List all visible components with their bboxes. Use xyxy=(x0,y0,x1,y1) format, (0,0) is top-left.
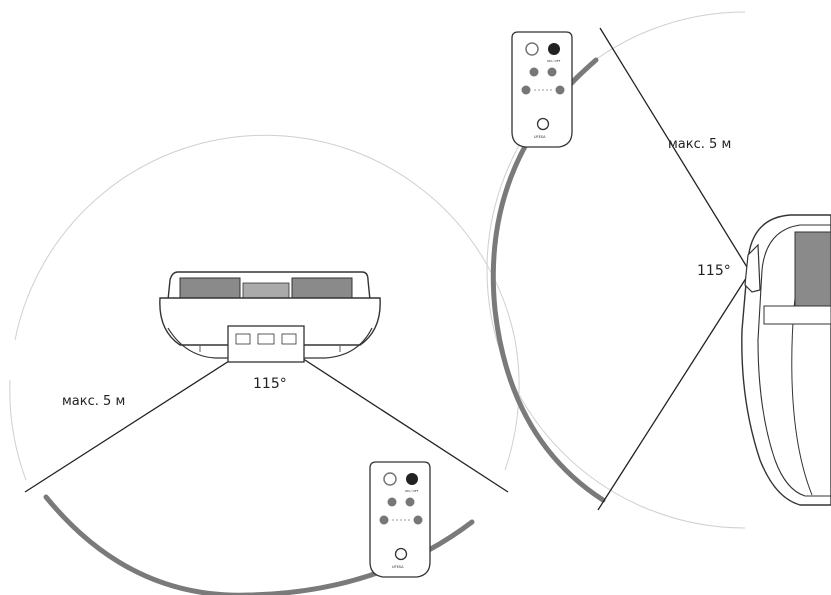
ir-receiver-side xyxy=(744,243,761,293)
remote-left: ON / OFF UFESA xyxy=(369,461,431,578)
heater-side-view xyxy=(741,214,831,506)
right-angle-line-bottom xyxy=(597,271,751,511)
heater-top-view xyxy=(159,271,381,363)
left-angle-label: 115° xyxy=(253,376,287,392)
left-range-label: макс. 5 м xyxy=(62,394,125,409)
remote-right: ON / OFF UFESA xyxy=(511,31,573,148)
brand-label: UFESA xyxy=(534,135,546,139)
right-view: 115° макс. 5 м ON / OFF UFESA xyxy=(486,11,831,529)
brand-label: UFESA xyxy=(392,565,404,569)
fan-button-icon xyxy=(536,117,550,131)
left-view: 115° макс. 5 м ON / OFF UFESA xyxy=(9,134,520,595)
power-button-icon xyxy=(406,473,418,485)
right-range-circle xyxy=(486,11,746,529)
right-range-label: макс. 5 м xyxy=(668,137,731,152)
mode-button-icon xyxy=(525,42,539,56)
left-range-circle xyxy=(14,134,516,341)
right-angle-line-top xyxy=(599,27,751,273)
power-button-icon xyxy=(548,43,560,55)
fan-button-icon xyxy=(394,547,408,561)
left-angle-line-right xyxy=(267,335,509,493)
right-angle-label: 115° xyxy=(697,263,731,279)
power-button-label: ON / OFF xyxy=(405,489,419,493)
power-button-label: ON / OFF xyxy=(547,59,561,63)
mode-button-icon xyxy=(383,472,397,486)
